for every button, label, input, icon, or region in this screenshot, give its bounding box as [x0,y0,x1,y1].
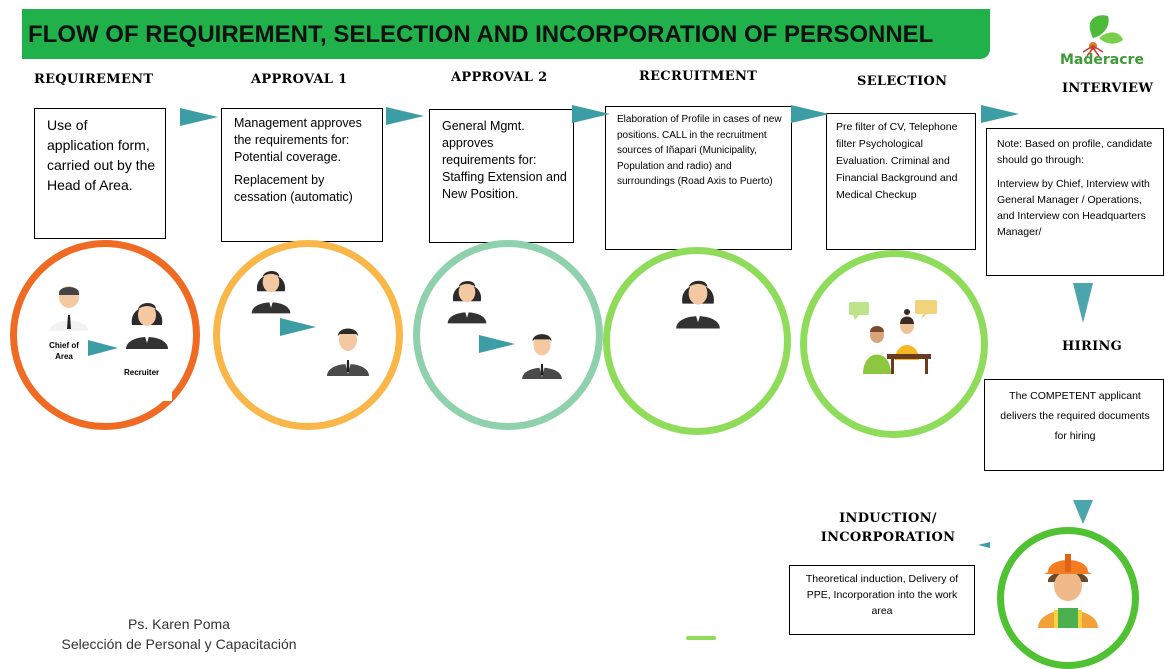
hiring-text: The COMPETENT applicant delivers the req… [1000,390,1150,442]
induction-box: Theoretical induction, Delivery of PPE, … [789,565,975,635]
interview-text-2: Interview by Chief, Interview with Gener… [997,178,1150,238]
approval-1-text: Management approves the requirements for… [234,116,362,164]
recruitment-circle [603,247,791,435]
heading-interview: INTERVIEW [1062,81,1154,96]
woman-avatar-icon [676,280,720,329]
woman-avatar-icon [447,281,487,324]
woman-avatar-icon [126,303,168,349]
arrow-right-icon [88,340,118,356]
induction-text: Theoretical induction, Delivery of PPE, … [805,573,959,617]
arrow-right-icon [572,105,610,123]
heading-recruitment: RECRUITMENT [639,69,758,84]
title-banner [22,9,990,59]
arrow-left-icon [978,542,990,548]
man-avatar-icon [522,334,562,380]
man-avatar-icon [327,328,369,376]
arrow-right-icon [981,105,1019,123]
woman-avatar-icon [251,271,291,314]
heading-approval-1: APPROVAL 1 [251,72,348,87]
logo-text: Maderacre [1060,52,1144,68]
maderacre-logo-icon [1082,15,1123,57]
approval-2-text: General Mgmt. approves requirements for:… [442,119,567,201]
arrow-right-icon [479,335,515,353]
footer-name: Ps. Karen Poma [128,616,230,632]
requirement-text: Use of application form, carried out by … [47,117,156,193]
heading-requirement: REQUIREMENT [34,72,154,87]
arrow-down-icon [1073,283,1093,323]
man-avatar-icon [50,286,88,331]
hiring-box: The COMPETENT applicant delivers the req… [984,379,1164,471]
footer-role: Selección de Personal y Capacitación [61,636,297,652]
selection-box: Pre filter of CV, Telephone filter Psych… [826,113,976,250]
heading-approval-2: APPROVAL 2 [451,70,548,85]
arrow-down-icon [1073,500,1093,524]
selection-circle [800,250,988,438]
chief-of-area-label: Chief of Area [49,341,79,361]
worker-helmet-icon [1038,554,1098,628]
heading-hiring: HIRING [1062,339,1123,354]
partial-circle-arc [686,636,716,640]
selection-text: Pre filter of CV, Telephone filter Psych… [836,121,958,201]
approval-1-box: Management approves the requirements for… [221,108,383,242]
arrow-right-icon [180,108,218,126]
approval-1-text-2: Replacement by cessation (automatic) [234,173,353,204]
page-title: FLOW OF REQUIREMENT, SELECTION AND INCOR… [28,21,934,48]
interview-text: Note: Based on profile, candidate should… [997,138,1153,166]
recruiter-label-bg [116,363,172,401]
arrow-right-icon [386,107,424,125]
arrow-right-icon [280,318,316,336]
heading-induction: INDUCTION/ INCORPORATION [820,511,956,545]
approval-2-box: General Mgmt. approves requirements for:… [429,109,574,243]
recruitment-text: Elaboration of Profile in cases of new p… [617,114,782,187]
interview-scene-icon [849,300,937,374]
recruitment-box: Elaboration of Profile in cases of new p… [605,106,792,250]
interview-box: Note: Based on profile, candidate should… [986,128,1164,276]
requirement-box: Use of application form, carried out by … [34,108,166,239]
heading-selection: SELECTION [857,74,948,89]
recruiter-label: Recruiter [124,368,160,377]
arrow-right-icon [791,105,829,123]
